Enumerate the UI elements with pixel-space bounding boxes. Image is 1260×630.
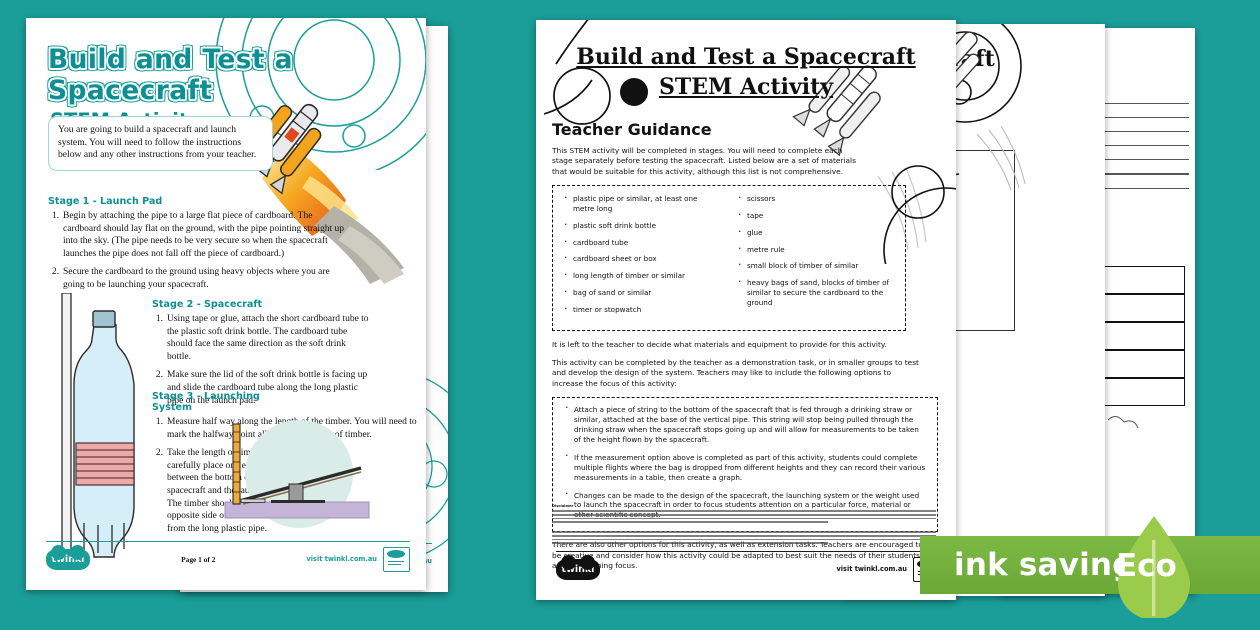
stage-2-num-1: 1. [155,314,163,324]
ink-saving-eco-banner: ink saving Eco [920,516,1260,618]
stage-2-heading: Stage 2 - Spacecraft [152,299,263,310]
material-item: metre rule [737,244,895,255]
stage-2-text-1: Using tape or glue, attach the short car… [167,314,369,362]
ink-saving-label: ink saving [954,547,1135,583]
teacher-guidance-heading: Teacher Guidance [552,120,712,139]
materials-column-1: plastic pipe or similar, at least one me… [563,193,721,321]
intro-text: You are going to build a spacecraft and … [58,124,257,161]
visit-url[interactable]: visit twinkl.com.au [306,555,378,563]
stage-1-num-1: 1. [51,211,59,221]
materials-column-2: scissors tape glue metre rule small bloc… [737,193,895,321]
launch-pad-diagram-icon [224,420,370,528]
page-title: Build and Test a Spacecraft [48,44,293,106]
teacher-guidance-intro: This STEM activity will be completed in … [552,146,856,176]
twinkl-logo-text: twinkl [51,553,85,565]
para-teacher-decides: It is left to the teacher to decide what… [552,339,887,349]
stage-2-text-2: Make sure the lid of the soft drink bott… [167,370,368,406]
teacher-guidance-sheet[interactable]: Build and Test a Spacecraft STEM Activit… [536,20,956,600]
stage-1-num-2: 2. [51,267,59,278]
colour-sheet-footer: twinkl Page 1 of 2 visit twinkl.com.au [46,541,410,576]
stage-1-text-2: Secure the cardboard to the ground using… [63,267,330,290]
stage-2-item-1: 1. Using tape or glue, attach the short c… [152,313,370,363]
material-item: bag of sand or similar [563,287,721,298]
stage-2-num-2: 2. [155,370,163,381]
material-item: plastic pipe or similar, at least one me… [563,193,721,214]
stage-1-text-1: Begin by attaching the pipe to a large f… [63,211,344,259]
disclaimer-heading: Disclaimer [552,504,574,509]
material-item: glue [737,227,895,238]
option-item: Attach a piece of string to the bottom o… [563,403,927,445]
material-item: cardboard sheet or box [563,253,721,264]
bw-sheet-footer: twinkl visit twinkl.com.au [556,551,940,586]
bw-title-line1: Build and Test a Spacecraft [576,44,916,70]
stage-2-list: 1. Using tape or glue, attach the short c… [152,313,370,407]
activity-sheet-colour[interactable]: Build and Test a Spacecraft STEM Activit… [26,18,426,590]
disclaimer-block: Disclaimer [552,504,936,546]
option-item: If the measurement option above is compl… [563,451,927,483]
stage-1-item-1: 1. Begin by attaching the pipe to a large… [48,210,348,260]
leaf-icon [1118,516,1190,618]
bw-visit-url[interactable]: visit twinkl.com.au [836,565,908,573]
page-number: Page 1 of 2 [181,554,216,564]
material-item: plastic soft drink bottle [563,220,721,231]
twinkl-stamp-icon [383,546,410,572]
material-item: tape [737,210,895,221]
stage-2-section: Stage 2 - Spacecraft 1. Using tape or glu… [152,299,370,413]
stage-1-item-2: 2. Secure the cardboard to the ground usi… [48,266,348,291]
stage-3-num-2: 2. [155,448,163,459]
bw-page-title: Build and Test a Spacecraft STEM Activit… [552,42,940,102]
material-item: long length of timber or similar [563,270,721,281]
stage-3-num-1: 1. [155,417,163,427]
stage-3-heading: Stage 3 - Launching System [152,391,260,413]
stage-1-list: 1. Begin by attaching the pipe to a large… [48,210,348,292]
twinkl-logo-text: twinkl [561,563,595,575]
options-list: Attach a piece of string to the bottom o… [563,403,927,520]
twinkl-logo-icon[interactable]: twinkl [556,554,600,580]
materials-box: plastic pipe or similar, at least one me… [552,185,906,331]
rocket-illustration-icon [234,103,404,284]
material-item: timer or stopwatch [563,304,721,315]
stage-1-heading: Stage 1 - Launch Pad [48,196,163,207]
para-groups: This activity can be completed by the te… [552,358,919,388]
intro-callout: You are going to build a spacecraft and … [48,116,273,171]
bw-title-line2: STEM Activity [658,74,834,100]
eco-badge-label: Eco [1116,548,1177,584]
material-item: scissors [737,193,895,204]
twinkl-logo-icon[interactable]: twinkl [46,544,90,570]
stage-1-section: Stage 1 - Launch Pad 1. Begin by attachin… [48,196,348,298]
bottle-spacecraft-illustration-icon [61,293,135,558]
stage-2-item-2: 2. Make sure the lid of the soft drink bo… [152,369,370,407]
material-item: cardboard tube [563,237,721,248]
material-item: heavy bags of sand, blocks of timber of … [737,277,895,307]
material-item: small block of timber of similar [737,260,895,271]
